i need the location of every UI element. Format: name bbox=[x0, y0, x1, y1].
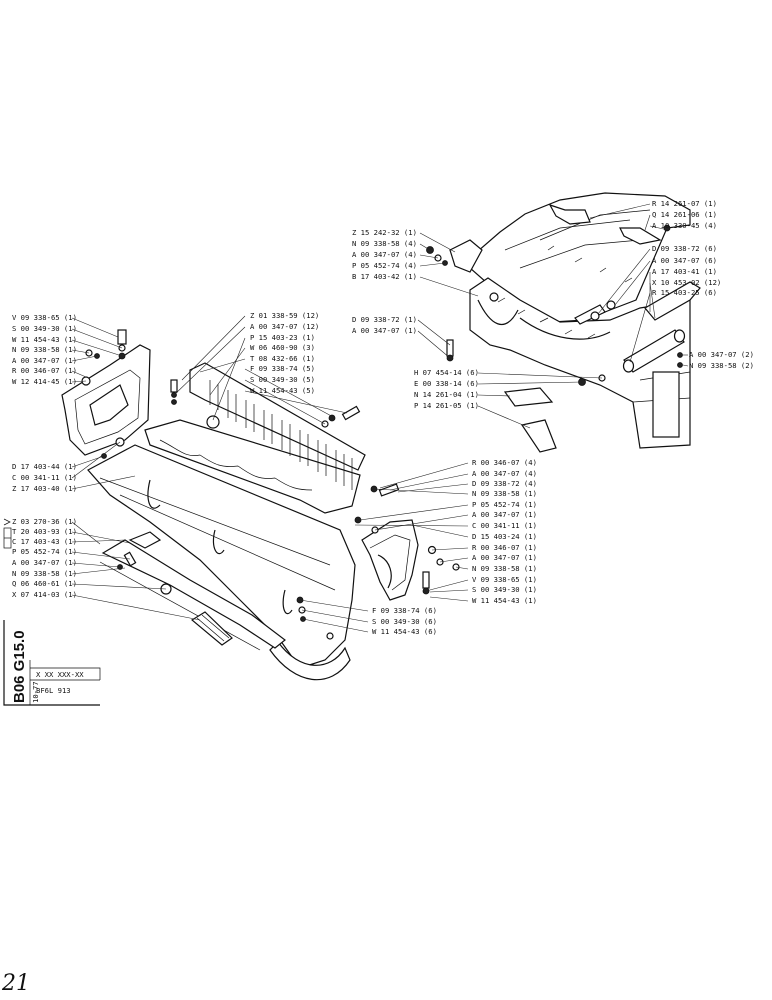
callout-label: R 00 346-07 (4) bbox=[472, 458, 537, 467]
callout-label: P 15 403-23 (1) bbox=[250, 333, 315, 342]
callout-label: N 09 338-58 (1) bbox=[12, 345, 77, 354]
callout-label: C 00 341-11 (1) bbox=[12, 473, 77, 482]
callout-label: F 09 338-74 (6) bbox=[372, 606, 437, 615]
callout-label: A 10 330-45 (4) bbox=[652, 221, 717, 230]
callout-label: A 00 347-07 (1) bbox=[12, 558, 77, 567]
callouts-bottom-center: F 09 338-74 (6) S 00 349-30 (6) W 11 454… bbox=[372, 606, 437, 636]
callout-label: D 17 403-44 (1) bbox=[12, 462, 77, 471]
callouts-right-pair: A 00 347-07 (2) N 09 338-58 (2) bbox=[689, 350, 754, 370]
callout-label: R 00 346-07 (1) bbox=[12, 366, 77, 375]
callout-label: T 08 432-66 (1) bbox=[250, 354, 315, 363]
callout-label: V 09 338-65 (1) bbox=[472, 575, 537, 584]
callout-label: T 20 403-93 (1) bbox=[12, 527, 77, 536]
callout-label: N 09 338-58 (4) bbox=[352, 239, 417, 248]
date-code: 10-77 bbox=[31, 681, 40, 703]
leader-lines bbox=[71, 203, 689, 633]
callout-label: V 09 338-65 (1) bbox=[12, 313, 77, 322]
callout-label: D 09 338-72 (4) bbox=[472, 479, 537, 488]
trough-drawing bbox=[87, 444, 356, 681]
callout-label: C 00 341-11 (1) bbox=[472, 521, 537, 530]
callout-label: R 00 346-07 (1) bbox=[472, 543, 537, 552]
callout-label: N 09 338-58 (1) bbox=[472, 564, 537, 573]
callout-label: Q 14 261-06 (1) bbox=[652, 210, 717, 219]
callout-label: H 07 454-14 (6) bbox=[414, 368, 479, 377]
group-code: B06 G15.0 bbox=[11, 630, 28, 703]
callout-label: N 14 261-04 (1) bbox=[414, 390, 479, 399]
callout-label: W 11 454-43 (1) bbox=[12, 335, 77, 344]
callout-label: S 00 349-30 (1) bbox=[472, 585, 537, 594]
page-mark: 21 bbox=[1, 971, 30, 996]
side-rail-drawing bbox=[99, 483, 400, 651]
callout-label: A 00 347-07 (2) bbox=[689, 350, 754, 359]
callout-label: R 15 403-25 (6) bbox=[652, 288, 717, 297]
callout-label: N 09 338-58 (1) bbox=[12, 569, 77, 578]
callout-label: W 11 454-43 (5) bbox=[250, 386, 315, 395]
callout-label: F 09 338-74 (5) bbox=[250, 364, 315, 373]
callout-label: D 09 338-72 (6) bbox=[652, 244, 717, 253]
callout-label: P 05 452-74 (4) bbox=[352, 261, 417, 270]
callout-label: X 10 453-02 (12) bbox=[652, 278, 721, 287]
callouts-top-right: R 14 261-07 (1) Q 14 261-06 (1) A 10 330… bbox=[652, 199, 721, 297]
callout-label: A 00 347-07 (1) bbox=[472, 553, 537, 562]
model-name: BF6L 913 bbox=[36, 686, 71, 695]
callout-label: D 15 403-24 (1) bbox=[472, 532, 537, 541]
callout-label: Z 03 270-36 (1) bbox=[12, 517, 77, 526]
callouts-baffle: Z 01 338-59 (12) A 00 347-07 (12) P 15 4… bbox=[250, 311, 319, 395]
callout-label: A 17 403-41 (1) bbox=[652, 267, 717, 276]
left-end-cap-drawing bbox=[61, 329, 151, 459]
callout-label: S 00 349-30 (5) bbox=[250, 375, 315, 384]
callouts-left-bracket: V 09 338-65 (1) S 00 349-30 (1) W 11 454… bbox=[12, 313, 77, 386]
callout-label: A 00 347-07 (6) bbox=[652, 256, 717, 265]
callout-label: W 06 460-90 (3) bbox=[250, 343, 315, 352]
callouts-left-bottom: Z 03 270-36 (1) T 20 403-93 (1) C 17 403… bbox=[3, 517, 77, 599]
callout-label: Z 17 403-40 (1) bbox=[12, 484, 77, 493]
air-duct-housing-drawing bbox=[426, 192, 701, 453]
callout-label: W 11 454-43 (1) bbox=[472, 596, 537, 605]
right-end-cap-drawing bbox=[361, 519, 460, 601]
callout-label: A 00 347-07 (1) bbox=[12, 356, 77, 365]
callout-label: A 00 347-07 (1) bbox=[472, 510, 537, 519]
callout-label: A 00 347-07 (12) bbox=[250, 322, 319, 331]
callout-label: Z 15 242-32 (1) bbox=[352, 228, 417, 237]
part-number: X XX XXX-XX bbox=[36, 670, 84, 679]
callout-label: W 11 454-43 (6) bbox=[372, 627, 437, 636]
callouts-left-lower: D 17 403-44 (1) C 00 341-11 (1) Z 17 403… bbox=[12, 462, 77, 493]
callouts-top-middle: Z 15 242-32 (1) N 09 338-58 (4) A 00 347… bbox=[352, 228, 417, 281]
callout-label: X 07 414-03 (1) bbox=[12, 590, 77, 599]
callouts-right-column: R 00 346-07 (4) A 00 347-07 (4) D 09 338… bbox=[472, 458, 537, 605]
callout-label: Z 01 338-59 (12) bbox=[250, 311, 319, 320]
callout-label: Q 06 460-61 (1) bbox=[12, 579, 77, 588]
title-block: B06 G15.0 10-77 X XX XXX-XX BF6L 913 bbox=[3, 620, 101, 706]
callout-label: E 00 338-14 (6) bbox=[414, 379, 479, 388]
callout-label: S 00 349-30 (6) bbox=[372, 617, 437, 626]
callout-label: W 12 414-45 (1) bbox=[12, 377, 77, 386]
callouts-mid-center: D 09 338-72 (1) A 00 347-07 (1) bbox=[352, 315, 417, 335]
callout-label: R 14 261-07 (1) bbox=[652, 199, 717, 208]
callout-label: C 17 403-43 (1) bbox=[12, 537, 77, 546]
callout-label: P 05 452-74 (1) bbox=[472, 500, 537, 509]
callout-label: D 09 338-72 (1) bbox=[352, 315, 417, 324]
callout-label: N 09 338-58 (2) bbox=[689, 361, 754, 370]
callout-label: S 00 349-30 (1) bbox=[12, 324, 77, 333]
callout-label: A 00 347-07 (4) bbox=[472, 469, 537, 478]
callout-label: P 14 261-05 (1) bbox=[414, 401, 479, 410]
callout-label: N 09 338-58 (1) bbox=[472, 489, 537, 498]
baffle-plate-drawing bbox=[144, 362, 366, 514]
callout-label: A 00 347-07 (1) bbox=[352, 326, 417, 335]
callout-label: A 00 347-07 (4) bbox=[352, 250, 417, 259]
callout-label: P 05 452-74 (1) bbox=[12, 547, 77, 556]
callout-label: B 17 403-42 (1) bbox=[352, 272, 417, 281]
callouts-mid-right: H 07 454-14 (6) E 00 338-14 (6) N 14 261… bbox=[414, 368, 479, 410]
